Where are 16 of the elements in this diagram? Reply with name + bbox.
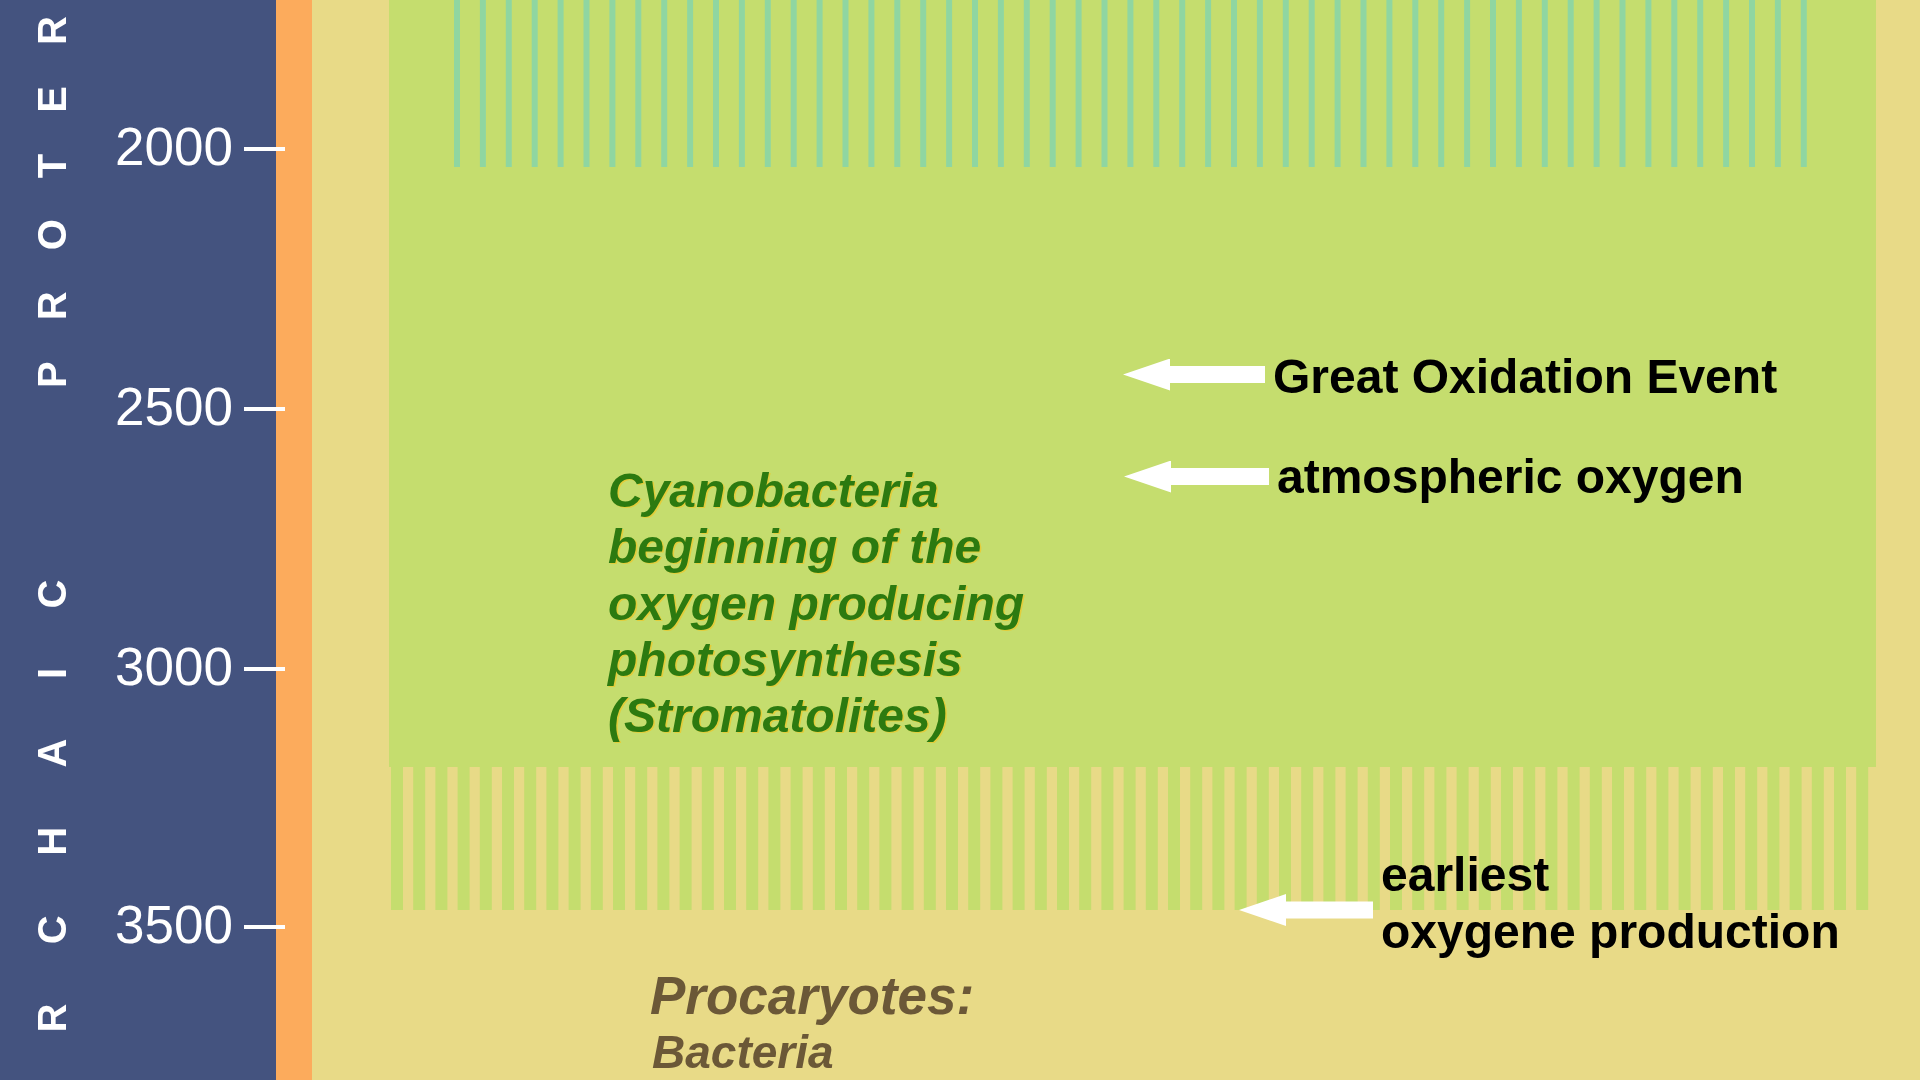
arrow xyxy=(1124,460,1269,493)
arrow xyxy=(1123,358,1265,391)
arrow xyxy=(1239,894,1373,926)
era-label: PROTER xyxy=(30,16,74,388)
period-band xyxy=(389,0,1876,910)
organism-label: Bacteria xyxy=(652,1028,834,1076)
organism-heading: Procaryotes: xyxy=(650,968,975,1024)
year-label: 3500 xyxy=(115,897,233,951)
event-label: earliest oxygene production xyxy=(1381,846,1840,960)
year-label: 2000 xyxy=(115,119,233,173)
period-description: Cyanobacteria beginning of the oxygen producing photosynthesis (Stromatolites) xyxy=(608,463,1025,745)
year-label: 2500 xyxy=(115,379,233,433)
era-label: RCHAIC xyxy=(30,579,74,1033)
event-label: Great Oxidation Event xyxy=(1273,348,1778,405)
event-label: atmospheric oxygen xyxy=(1277,448,1744,505)
year-label: 3000 xyxy=(115,639,233,693)
